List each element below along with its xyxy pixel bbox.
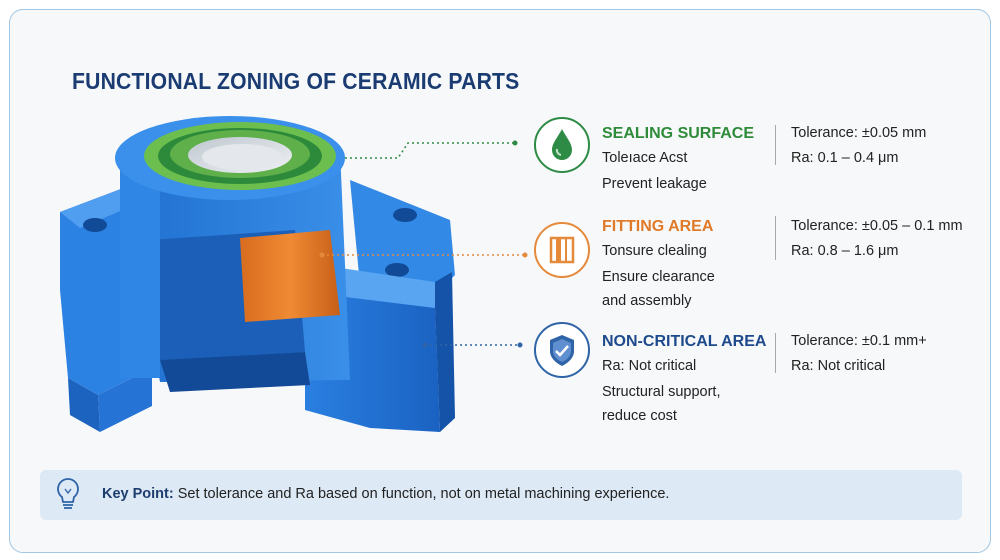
fitting-area-band bbox=[240, 230, 340, 322]
shield-check-icon bbox=[550, 335, 574, 366]
zone-line: Prevent leakage bbox=[602, 176, 707, 192]
zone-line: reduce cost bbox=[602, 408, 677, 424]
zone-spec: Tolerance: ±0.1 mm+ bbox=[791, 333, 927, 349]
zone-spec: Ra: Not critical bbox=[791, 358, 886, 374]
top-ring bbox=[115, 116, 345, 200]
key-point-text: Key Point: Set tolerance and Ra based on… bbox=[102, 486, 669, 502]
water-drop-icon bbox=[552, 129, 572, 160]
page-title: FUNCTIONAL ZONING OF CERAMIC PARTS bbox=[72, 68, 520, 94]
separator bbox=[775, 333, 776, 373]
central-hub bbox=[120, 150, 350, 382]
zone-line: Tonsure clealing bbox=[602, 243, 707, 259]
separator bbox=[775, 125, 776, 165]
key-point-bar bbox=[40, 470, 962, 520]
bottom-cutout bbox=[160, 352, 310, 392]
key-point-body: Set tolerance and Ra based on function, … bbox=[173, 486, 670, 502]
zone-line: Structural support, bbox=[602, 384, 721, 400]
zone-title-non-critical: NON-CRITICAL AREA bbox=[602, 333, 767, 350]
zone-spec: Tolerance: ±0.05 mm bbox=[791, 125, 927, 141]
key-point-label: Key Point: bbox=[102, 486, 174, 502]
zone-line: Ra: Not critical bbox=[602, 358, 697, 374]
fitting-icon-circle bbox=[534, 222, 590, 278]
separator bbox=[775, 216, 776, 260]
zone-spec: Ra: 0.8 – 1.6 μm bbox=[791, 243, 899, 259]
zone-title-sealing: SEALING SURFACE bbox=[602, 125, 755, 142]
zone-spec: Ra: 0.1 – 0.4 μm bbox=[791, 150, 899, 166]
zone-line: Ensure clearance bbox=[602, 269, 715, 285]
lightbulb-icon bbox=[57, 478, 79, 509]
non-critical-icon-circle bbox=[534, 322, 590, 378]
zone-line: and assembly bbox=[602, 293, 692, 309]
zone-line: Toleıace Acst bbox=[602, 150, 688, 166]
sealing-icon-circle bbox=[534, 117, 590, 173]
fitting-icon bbox=[549, 236, 575, 264]
zone-title-fitting: FITTING AREA bbox=[602, 218, 714, 235]
ceramic-part-diagram bbox=[60, 116, 455, 432]
zone-spec: Tolerance: ±0.05 – 0.1 mm bbox=[791, 218, 963, 234]
